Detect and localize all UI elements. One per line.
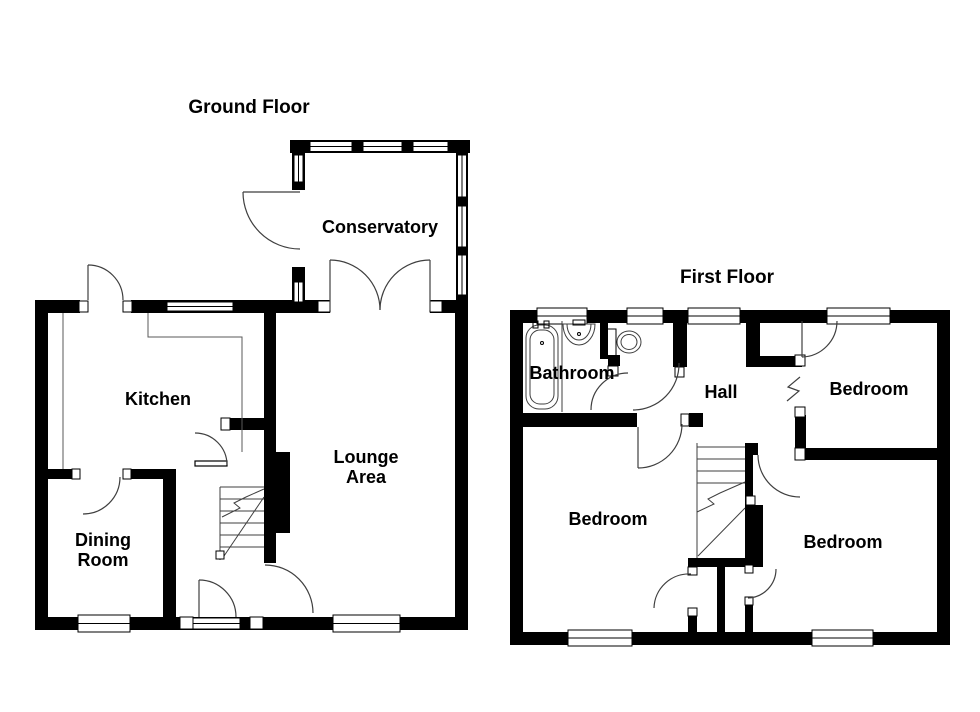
kitchen-label: Kitchen [125,389,191,409]
bathroom-label: Bathroom [530,363,615,383]
bedroom-top-right-label: Bedroom [829,379,908,399]
bedroom-bottom-right-label: Bedroom [803,532,882,552]
bedroom-bottom-right-door [757,454,801,498]
first-floor-doors [590,320,838,609]
first-floor-title: First Floor [680,267,775,288]
ground-floor-doors [82,191,431,618]
kitchen-counter [62,313,243,469]
ground-floor-plan: Ground Floor [35,97,470,633]
dining-door [82,476,121,515]
bedroom-top-right-door [801,320,838,358]
lounge-label-line2: Area [346,467,387,487]
bathroom-door [590,362,680,411]
bath-icon [525,320,563,412]
first-floor-windows [536,307,891,647]
first-floor-jambs [607,354,806,617]
first-floor-walls [510,310,950,645]
lounge-door [264,564,314,614]
wall-break-symbol [786,376,801,402]
first-floor-plan: First Floor [510,267,950,647]
conservatory-side-door [242,191,301,250]
bathroom-fixtures [525,319,642,412]
back-door [87,264,124,301]
ground-floor-stairs [215,486,265,560]
first-floor-stairs [696,443,746,558]
ground-floor-jambs [71,300,443,630]
ground-floor-windows [77,141,467,633]
french-doors [329,259,431,311]
cupboard-door-right [747,568,777,599]
dining-label-line1: Dining [75,530,131,550]
bedroom-bottom-left-door [637,423,683,469]
sink-icon [562,319,596,346]
hall-label: Hall [704,382,737,402]
ground-floor-title: Ground Floor [188,97,310,118]
bedroom-bottom-left-label: Bedroom [568,509,647,529]
front-door [198,579,237,618]
lounge-label-line1: Lounge [334,447,399,467]
toilet-icon [606,328,642,357]
dining-label-line2: Room [78,550,129,570]
ground-floor-openings [80,190,430,480]
conservatory-label: Conservatory [322,217,438,237]
cupboard-door-left [653,573,692,609]
kitchen-door [194,432,228,467]
